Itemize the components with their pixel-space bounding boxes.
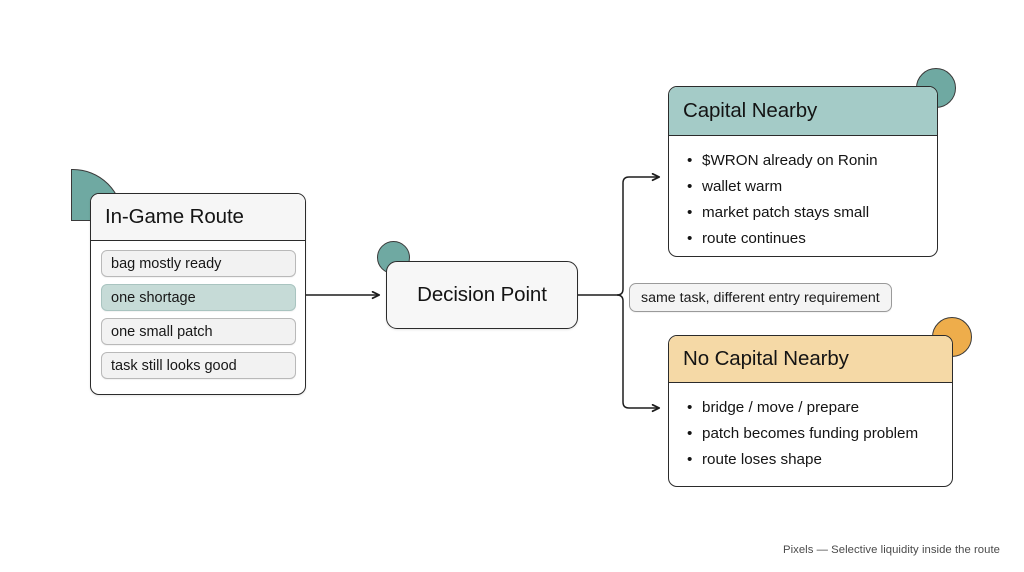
list-item: $WRON already on Ronin <box>685 148 925 174</box>
bullet-list: $WRON already on Ronin wallet warm marke… <box>681 146 925 252</box>
card-capital-nearby-title: Capital Nearby <box>669 87 937 136</box>
card-no-capital-nearby-body: bridge / move / prepare patch becomes fu… <box>669 383 952 485</box>
list-item: route continues <box>685 226 925 252</box>
list-item[interactable]: bag mostly ready <box>101 250 296 277</box>
edge-label-same-task: same task, different entry requirement <box>629 283 892 312</box>
card-in-game-route-title: In-Game Route <box>91 194 305 241</box>
node-decision-point-label: Decision Point <box>417 283 547 306</box>
list-item-highlighted[interactable]: one shortage <box>101 284 296 311</box>
node-decision-point[interactable]: Decision Point <box>386 261 578 329</box>
card-capital-nearby-body: $WRON already on Ronin wallet warm marke… <box>669 136 937 256</box>
card-no-capital-nearby-title: No Capital Nearby <box>669 336 952 383</box>
footer-caption: Pixels — Selective liquidity inside the … <box>783 544 1000 556</box>
card-in-game-route[interactable]: In-Game Route bag mostly ready one short… <box>90 193 306 395</box>
card-capital-nearby[interactable]: Capital Nearby $WRON already on Ronin wa… <box>668 86 938 257</box>
card-no-capital-nearby[interactable]: No Capital Nearby bridge / move / prepar… <box>668 335 953 487</box>
list-item[interactable]: one small patch <box>101 318 296 345</box>
bullet-list: bridge / move / prepare patch becomes fu… <box>681 393 940 473</box>
list-item: route loses shape <box>685 447 940 473</box>
list-item[interactable]: task still looks good <box>101 352 296 379</box>
edge-decision-to-capital <box>616 172 661 296</box>
list-item: wallet warm <box>685 174 925 200</box>
list-item: patch becomes funding problem <box>685 421 940 447</box>
list-item: bridge / move / prepare <box>685 395 940 421</box>
list-item: market patch stays small <box>685 200 925 226</box>
card-in-game-route-items: bag mostly ready one shortage one small … <box>91 241 305 388</box>
